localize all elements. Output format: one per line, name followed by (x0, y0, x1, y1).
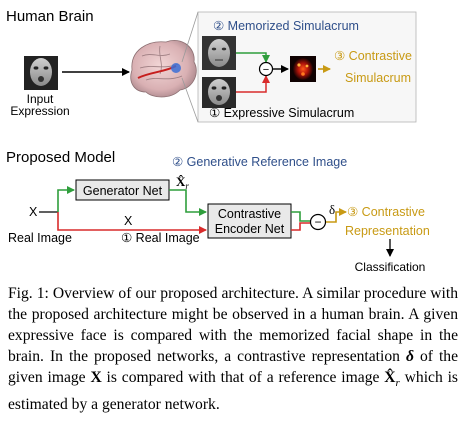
caption-xr: X̂r (384, 369, 400, 390)
caption-text-3: is compared with that of a reference ima… (101, 369, 385, 386)
expression-label: Expression (10, 104, 69, 118)
encoder-green-output (291, 211, 310, 222)
contrastive-simulacrum-label-1: ③ Contrastive (334, 49, 412, 63)
encoder-label-line1: Contrastive (218, 207, 281, 221)
bottom-minus-symbol: − (314, 215, 321, 229)
memorized-simulacrum-label: ② Memorized Simulacrum (213, 19, 359, 33)
caption-x: X (90, 369, 102, 386)
contrastive-simulacrum-label-2: Simulacrum (345, 71, 411, 85)
delta-symbol: δ (329, 202, 335, 217)
panel-connector-line (181, 11, 199, 63)
input-to-generator-arrow (57, 186, 75, 212)
memorized-to-minus-line (236, 52, 270, 63)
contrastive-heatmap-image (290, 56, 316, 82)
real-image-left-label: Real Image (8, 231, 72, 245)
contrastive-encoder-box (207, 203, 292, 239)
contrastive-output-arrow (326, 208, 347, 223)
x-input-mid: X (124, 214, 133, 228)
brain-image (130, 40, 197, 98)
architecture-diagram: Human Brain Input Expression ② Memorized… (6, 8, 430, 274)
human-brain-title: Human Brain (6, 8, 94, 25)
real-image-to-encoder-arrow (57, 212, 207, 234)
contrastive-rep-label-1: ③ Contrastive (347, 205, 425, 219)
generator-to-encoder-arrow (169, 189, 207, 216)
generative-reference-label: ② Generative Reference Image (172, 155, 347, 169)
encoder-red-output (291, 222, 310, 231)
input-face-image (24, 56, 58, 90)
input-label: Input (27, 92, 54, 106)
caption-text-4: which is estimated by a generator networ… (8, 369, 458, 414)
expressive-to-minus-line (236, 75, 270, 93)
caption-delta: δ (405, 348, 414, 365)
contrastive-rep-label-2: Representation (345, 224, 430, 238)
expressive-simulacrum-label: ① Expressive Simulacrum (209, 106, 354, 120)
proposed-model-title: Proposed Model (6, 149, 115, 166)
encoder-label-line2: Encoder Net (215, 222, 285, 236)
expressive-face-image (202, 77, 236, 108)
caption-fig-label: Fig. 1: (8, 285, 49, 302)
generator-net-label: Generator Net (83, 184, 163, 198)
xr-symbol: X̂r (176, 174, 189, 191)
real-image-mid-label: ① Real Image (121, 231, 200, 245)
caption-text-2: of the given image (8, 348, 458, 386)
classification-label: Classification (355, 260, 426, 274)
top-minus-symbol: − (263, 64, 269, 76)
bottom-minus-circle (309, 213, 327, 231)
figure-caption: Fig. 1: Overview of our proposed archite… (8, 283, 458, 415)
memorized-face-image (202, 36, 236, 70)
top-minus-circle (258, 61, 274, 77)
panel-connector-line (181, 77, 199, 123)
caption-text-1: Overview of our proposed architecture. A… (8, 285, 459, 365)
x-input-left: X (29, 205, 38, 219)
